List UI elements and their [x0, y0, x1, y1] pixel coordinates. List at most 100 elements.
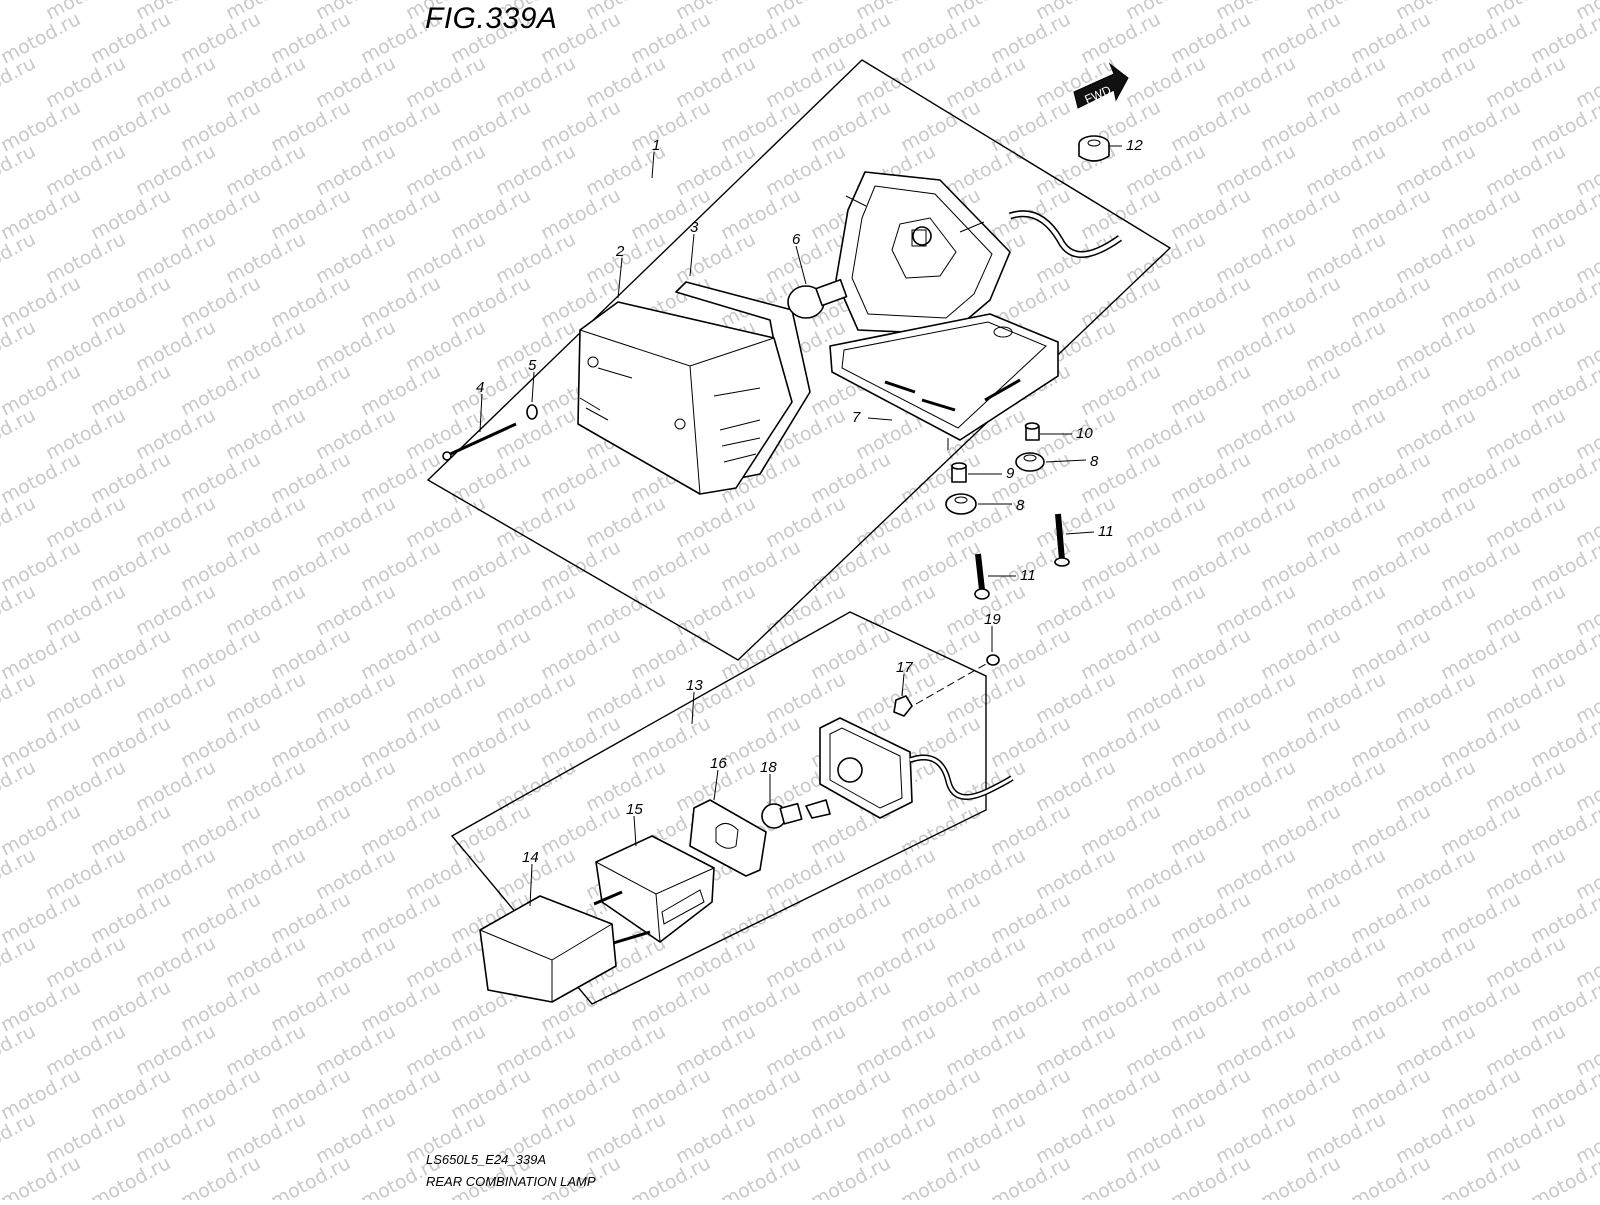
- watermark-text: motod.ru: [1302, 932, 1389, 992]
- watermark-text: motod.ru: [1257, 184, 1344, 244]
- watermark-text: motod.ru: [267, 712, 354, 772]
- watermark-text: motod.ru: [627, 976, 714, 1036]
- watermark-text: motod.ru: [42, 52, 129, 112]
- watermark-text: motod.ru: [222, 932, 309, 992]
- watermark-text: motod.ru: [1167, 976, 1254, 1036]
- part-9-collar: [951, 462, 967, 483]
- watermark-text: motod.ru: [807, 96, 894, 156]
- callout-14: 14: [522, 849, 539, 866]
- watermark-text: motod.ru: [942, 1108, 1029, 1168]
- watermark-text: motod.ru: [1482, 228, 1569, 288]
- watermark-text: motod.ru: [1032, 844, 1119, 904]
- assembly-1-outline: [426, 59, 1172, 661]
- watermark-text: motod.ru: [1437, 976, 1524, 1036]
- watermark-text: motod.ru: [492, 140, 579, 200]
- watermark-text: motod.ru: [1437, 712, 1524, 772]
- watermark-text: motod.ru: [132, 844, 219, 904]
- part-6-bulb: [787, 278, 848, 319]
- watermark-text: motod.ru: [1257, 536, 1344, 596]
- watermark-text: motod.ru: [717, 624, 804, 684]
- watermark-text: motod.ru: [402, 316, 489, 376]
- watermark-text: motod.ru: [1437, 448, 1524, 508]
- watermark-text: motod.ru: [1122, 580, 1209, 640]
- watermark-text: motod.ru: [627, 96, 714, 156]
- watermark-text: motod.ru: [537, 800, 624, 860]
- watermark-text: motod.ru: [1257, 1064, 1344, 1124]
- watermark-text: motod.ru: [177, 272, 264, 332]
- figure-name: REAR COMBINATION LAMP: [426, 1174, 596, 1189]
- watermark-text: motod.ru: [132, 756, 219, 816]
- watermark-text: motod.ru: [447, 624, 534, 684]
- watermark-text: motod.ru: [357, 712, 444, 772]
- watermark-text: motod.ru: [1122, 1108, 1209, 1168]
- watermark-text: motod.ru: [267, 1064, 354, 1124]
- watermark-text: motod.ru: [1302, 668, 1389, 728]
- watermark-text: motod.ru: [132, 404, 219, 464]
- watermark-text: motod.ru: [672, 492, 759, 552]
- watermark-text: motod.ru: [0, 8, 84, 68]
- watermark-text: motod.ru: [447, 272, 534, 332]
- watermark-text: motod.ru: [0, 536, 84, 596]
- watermark-text: motod.ru: [1392, 492, 1479, 552]
- watermark-text: motod.ru: [1257, 800, 1344, 860]
- watermark-text: motod.ru: [447, 1064, 534, 1124]
- callout-8-upper: 8: [1090, 453, 1099, 470]
- watermark-text: motod.ru: [852, 932, 939, 992]
- watermark-text: motod.ru: [627, 8, 714, 68]
- watermark-text: motod.ru: [402, 228, 489, 288]
- watermark-text: motod.ru: [807, 976, 894, 1036]
- watermark-text: motod.ru: [42, 316, 129, 376]
- watermark-text: motod.ru: [1302, 404, 1389, 464]
- watermark-text: motod.ru: [312, 844, 399, 904]
- watermark-text: motod.ru: [1482, 844, 1569, 904]
- watermark-text: motod.ru: [87, 712, 174, 772]
- watermark-text: motod.ru: [492, 1020, 579, 1080]
- watermark-text: motod.ru: [1482, 1108, 1569, 1168]
- watermark-text: motod.ru: [582, 1108, 669, 1168]
- part-16-gasket: [689, 799, 767, 877]
- watermark-text: motod.ru: [537, 624, 624, 684]
- watermark-text: motod.ru: [1392, 228, 1479, 288]
- watermark-text: motod.ru: [1212, 932, 1299, 992]
- watermark-text: motod.ru: [1437, 184, 1524, 244]
- watermark-text: motod.ru: [762, 932, 849, 992]
- watermark-text: motod.ru: [807, 448, 894, 508]
- watermark-text: motod.ru: [1077, 184, 1164, 244]
- watermark-text: motod.ru: [1482, 932, 1569, 992]
- watermark-text: motod.ru: [267, 272, 354, 332]
- callout-15: 15: [626, 801, 643, 818]
- watermark-text: motod.ru: [357, 1064, 444, 1124]
- watermark-text: motod.ru: [402, 1020, 489, 1080]
- watermark-text: motod.ru: [1167, 536, 1254, 596]
- watermark-text: motod.ru: [1527, 448, 1600, 508]
- watermark-text: motod.ru: [1527, 800, 1600, 860]
- watermark-text: motod.ru: [1527, 712, 1600, 772]
- watermark-text: motod.ru: [942, 932, 1029, 992]
- watermark-text: motod.ru: [1212, 668, 1299, 728]
- watermark-text: motod.ru: [1527, 1064, 1600, 1124]
- watermark-text: motod.ru: [222, 316, 309, 376]
- watermark-text: motod.ru: [1167, 888, 1254, 948]
- watermark-text: motod.ru: [1482, 316, 1569, 376]
- watermark-text: motod.ru: [1347, 360, 1434, 420]
- watermark-text: motod.ru: [582, 580, 669, 640]
- watermark-text: motod.ru: [0, 712, 84, 772]
- watermark-text: motod.ru: [627, 1064, 714, 1124]
- watermark-text: motod.ru: [1527, 8, 1600, 68]
- watermark-text: motod.ru: [1392, 316, 1479, 376]
- watermark-text: motod.ru: [1347, 888, 1434, 948]
- watermark-text: motod.ru: [1302, 1020, 1389, 1080]
- watermark-text: motod.ru: [132, 580, 219, 640]
- watermark-text: motod.ru: [267, 888, 354, 948]
- watermark-text: motod.ru: [1347, 8, 1434, 68]
- watermark-text: motod.ru: [42, 1108, 129, 1168]
- part-12-grommet: [1078, 135, 1110, 162]
- watermark-text: motod.ru: [312, 316, 399, 376]
- watermark-text: motod.ru: [0, 976, 84, 1036]
- watermark-text: motod.ru: [1032, 580, 1119, 640]
- watermark-text: motod.ru: [87, 976, 174, 1036]
- watermark-text: motod.ru: [807, 624, 894, 684]
- watermark-text: motod.ru: [1437, 624, 1524, 684]
- watermark-text: motod.ru: [492, 668, 579, 728]
